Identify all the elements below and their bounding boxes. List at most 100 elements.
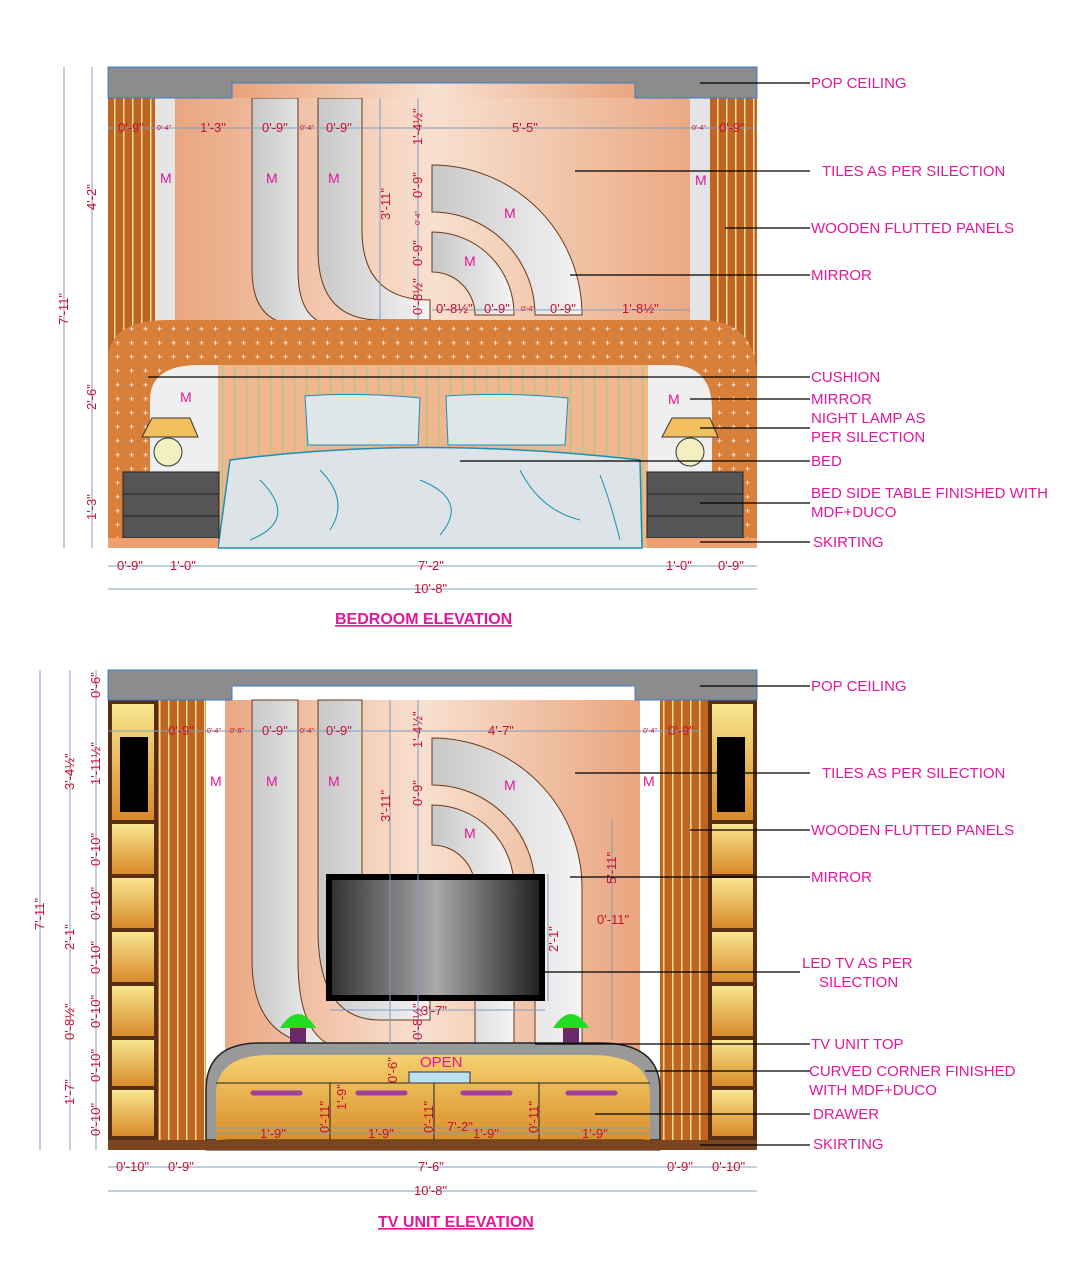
mirror-arc — [431, 231, 515, 316]
dimension-label: 1'-4½" — [410, 108, 425, 145]
dimension-label: 1'-9" — [368, 1126, 394, 1141]
dimension-label: NIGHT LAMP AS — [811, 410, 926, 427]
plant-icon — [280, 1014, 316, 1044]
dimension-label: 10'-8" — [414, 1183, 448, 1198]
dimension-label: 0'-4" — [521, 306, 535, 313]
dimension-label: TV UNIT TOP — [811, 1036, 904, 1053]
bedroom-elevation: M M M M M M M M 0'-9" 0'-4" 1'-3" 0'-9" … — [56, 66, 1048, 628]
dimension-label: 0'-9" — [326, 723, 352, 738]
bottom-dimensions: 0'-10" 0'-9" 7'-6" 0'-9" 0'-10" 10'-8" — [116, 1159, 746, 1198]
dimension-label: 7'-2" — [447, 1119, 473, 1134]
mirror-strip — [690, 98, 710, 328]
dimension-label: 0'-9" — [550, 301, 576, 316]
dimension-label: 0'-9" — [410, 780, 425, 806]
dimension-label: 1'-3" — [84, 494, 99, 520]
mirror-mark: M — [266, 170, 278, 186]
dimension-label: DRAWER — [813, 1106, 879, 1123]
dimension-label: 0'-11" — [421, 1100, 436, 1133]
dimension-label: 3'-11" — [378, 187, 393, 220]
bedside-table-left — [122, 471, 220, 539]
annotation-labels: POP CEILING TILES AS PER SILECTION WOODE… — [811, 75, 1048, 551]
left-dimensions: 7'-11" 3'-4½" 2'-1" 0'-8½" 1'-7" 0'-6" 1… — [32, 672, 103, 1136]
dimension-label: 1'-3" — [200, 120, 226, 135]
dimension-label: 1'-9" — [582, 1126, 608, 1141]
dimension-label: 4'-7" — [488, 723, 514, 738]
dimension-label: 0'-11" — [317, 1100, 332, 1133]
dimension-label: 1'-11½" — [88, 742, 103, 785]
set-top-box — [408, 1071, 471, 1084]
mirror-mark: M — [210, 773, 222, 789]
mirror-mark: M — [695, 172, 707, 188]
dimension-label: 0'-4" — [157, 125, 171, 132]
dimension-label: 2'-1" — [546, 926, 561, 952]
dimension-label: 0'-9" — [719, 120, 745, 135]
dimension-label: 0'-10" — [88, 994, 103, 1028]
dimension-label: MDF+DUCO — [811, 504, 896, 521]
dimension-label: 0'-9" — [718, 558, 744, 573]
dimension-label: MIRROR — [811, 391, 872, 408]
dimension-label: 1'-9" — [473, 1126, 499, 1141]
speaker-icon — [120, 737, 148, 812]
skirting — [647, 538, 757, 548]
shelf-unit-right — [708, 700, 757, 1140]
dimension-label: 0'-11" — [526, 1100, 541, 1133]
tv-unit-elevation: OPEN M M M M M M 0'-9" 0'-4" 0'-6" 0'-9"… — [32, 669, 1016, 1231]
dimension-label: MIRROR — [811, 869, 872, 886]
mirror-mark: M — [180, 389, 192, 405]
dimension-label: SKIRTING — [813, 534, 884, 551]
mirror-mark: M — [504, 777, 516, 793]
leader-lines — [535, 685, 810, 1146]
dimension-label: WOODEN FLUTTED PANELS — [811, 220, 1014, 237]
dimension-label: LED TV AS PER — [802, 955, 913, 972]
dimension-label: 1'-9" — [260, 1126, 286, 1141]
dimension-label: CURVED CORNER FINISHED — [809, 1063, 1016, 1080]
dimension-label: 0'-9" — [118, 120, 144, 135]
shelf-unit-left — [108, 700, 158, 1140]
dimension-label: 0'-9" — [168, 1159, 194, 1174]
dimension-label: 0'-8½" — [436, 301, 473, 316]
dimension-label: POP CEILING — [811, 678, 907, 695]
dimension-label: 0'-8½" — [410, 1003, 425, 1040]
drawing-title: BEDROOM ELEVATION — [335, 611, 512, 628]
skirting — [108, 538, 218, 548]
dimension-label: WOODEN FLUTTED PANELS — [811, 822, 1014, 839]
dimension-label: 0'-9" — [262, 120, 288, 135]
dimension-label: 0'-10" — [88, 1048, 103, 1082]
dimension-label: 1'-0" — [666, 558, 692, 573]
dimension-label: 0'-8½" — [410, 278, 425, 315]
led-tv — [326, 874, 545, 1001]
dimension-label: 7'-6" — [418, 1159, 444, 1174]
drawing-title: TV UNIT ELEVATION — [378, 1214, 534, 1231]
dimension-label: 2'-1" — [62, 924, 77, 950]
inner-dimensions: 1'-4½" 0'-9" 0'-4" 0'-9" 0'-8½" 3'-11" 0… — [378, 108, 659, 316]
mirror-arc — [431, 164, 583, 316]
dimension-label: 0'-4" — [415, 211, 422, 225]
dimension-label: 7'-11" — [56, 292, 71, 325]
night-lamp-right — [661, 417, 719, 467]
inner-dimensions: 3'-11" 0'-9" 0'-8½" 5'-11" 0'-11" 2'-1" … — [260, 780, 630, 1141]
dimension-label: 0'-10" — [88, 832, 103, 866]
mirror-mark: M — [160, 170, 172, 186]
dimension-label: 7'-11" — [32, 897, 47, 930]
dimension-label: 4'-2" — [84, 184, 99, 210]
mirror-mark: M — [328, 170, 340, 186]
dimension-label: 0'-10" — [712, 1159, 746, 1174]
dimension-label: 0'-9" — [667, 1159, 693, 1174]
dimension-label: 0'-4" — [692, 125, 706, 132]
dimension-label: 2'-6" — [84, 384, 99, 410]
dimension-label: POP CEILING — [811, 75, 907, 92]
dimension-label: 0'-10" — [88, 1102, 103, 1136]
dimension-label: 1'-8½" — [622, 301, 659, 316]
dimension-label: 0'-11" — [597, 912, 630, 927]
dimension-label: 0'-10" — [88, 886, 103, 920]
dimension-label: SKIRTING — [813, 1136, 884, 1153]
dimension-label: 1'-7" — [62, 1079, 77, 1105]
dimension-label: TILES AS PER SILECTION — [822, 765, 1005, 782]
mirror-mark: M — [464, 253, 476, 269]
dimension-label: 1'-0" — [170, 558, 196, 573]
dimension-label: 0'-6" — [88, 672, 103, 698]
dimension-label: 0'-9" — [262, 723, 288, 738]
dimension-label: 7'-2" — [418, 558, 444, 573]
dimension-label: PER SILECTION — [811, 429, 925, 446]
